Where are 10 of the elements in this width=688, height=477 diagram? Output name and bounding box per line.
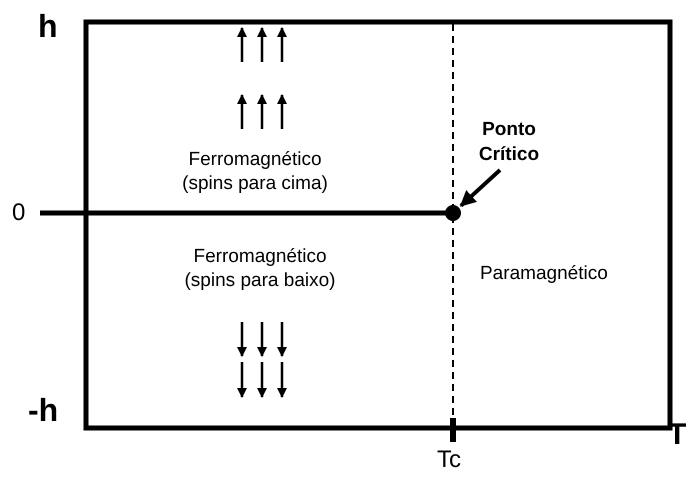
critical-point-dot bbox=[445, 205, 461, 221]
region-label: Ferromagnético (spins para cima) bbox=[181, 148, 329, 196]
leader-arrow bbox=[460, 168, 502, 208]
callout-text: Ponto Crítico bbox=[466, 118, 552, 170]
axis-tick-label: Tc bbox=[437, 446, 461, 474]
region-label: Ferromagnético (spins para baixo) bbox=[183, 245, 337, 292]
axis-tick-label: 0 bbox=[12, 199, 26, 227]
axis-label: h bbox=[38, 8, 58, 45]
axis-label: -h bbox=[28, 392, 58, 429]
region-label: Paramagnético bbox=[480, 263, 608, 285]
